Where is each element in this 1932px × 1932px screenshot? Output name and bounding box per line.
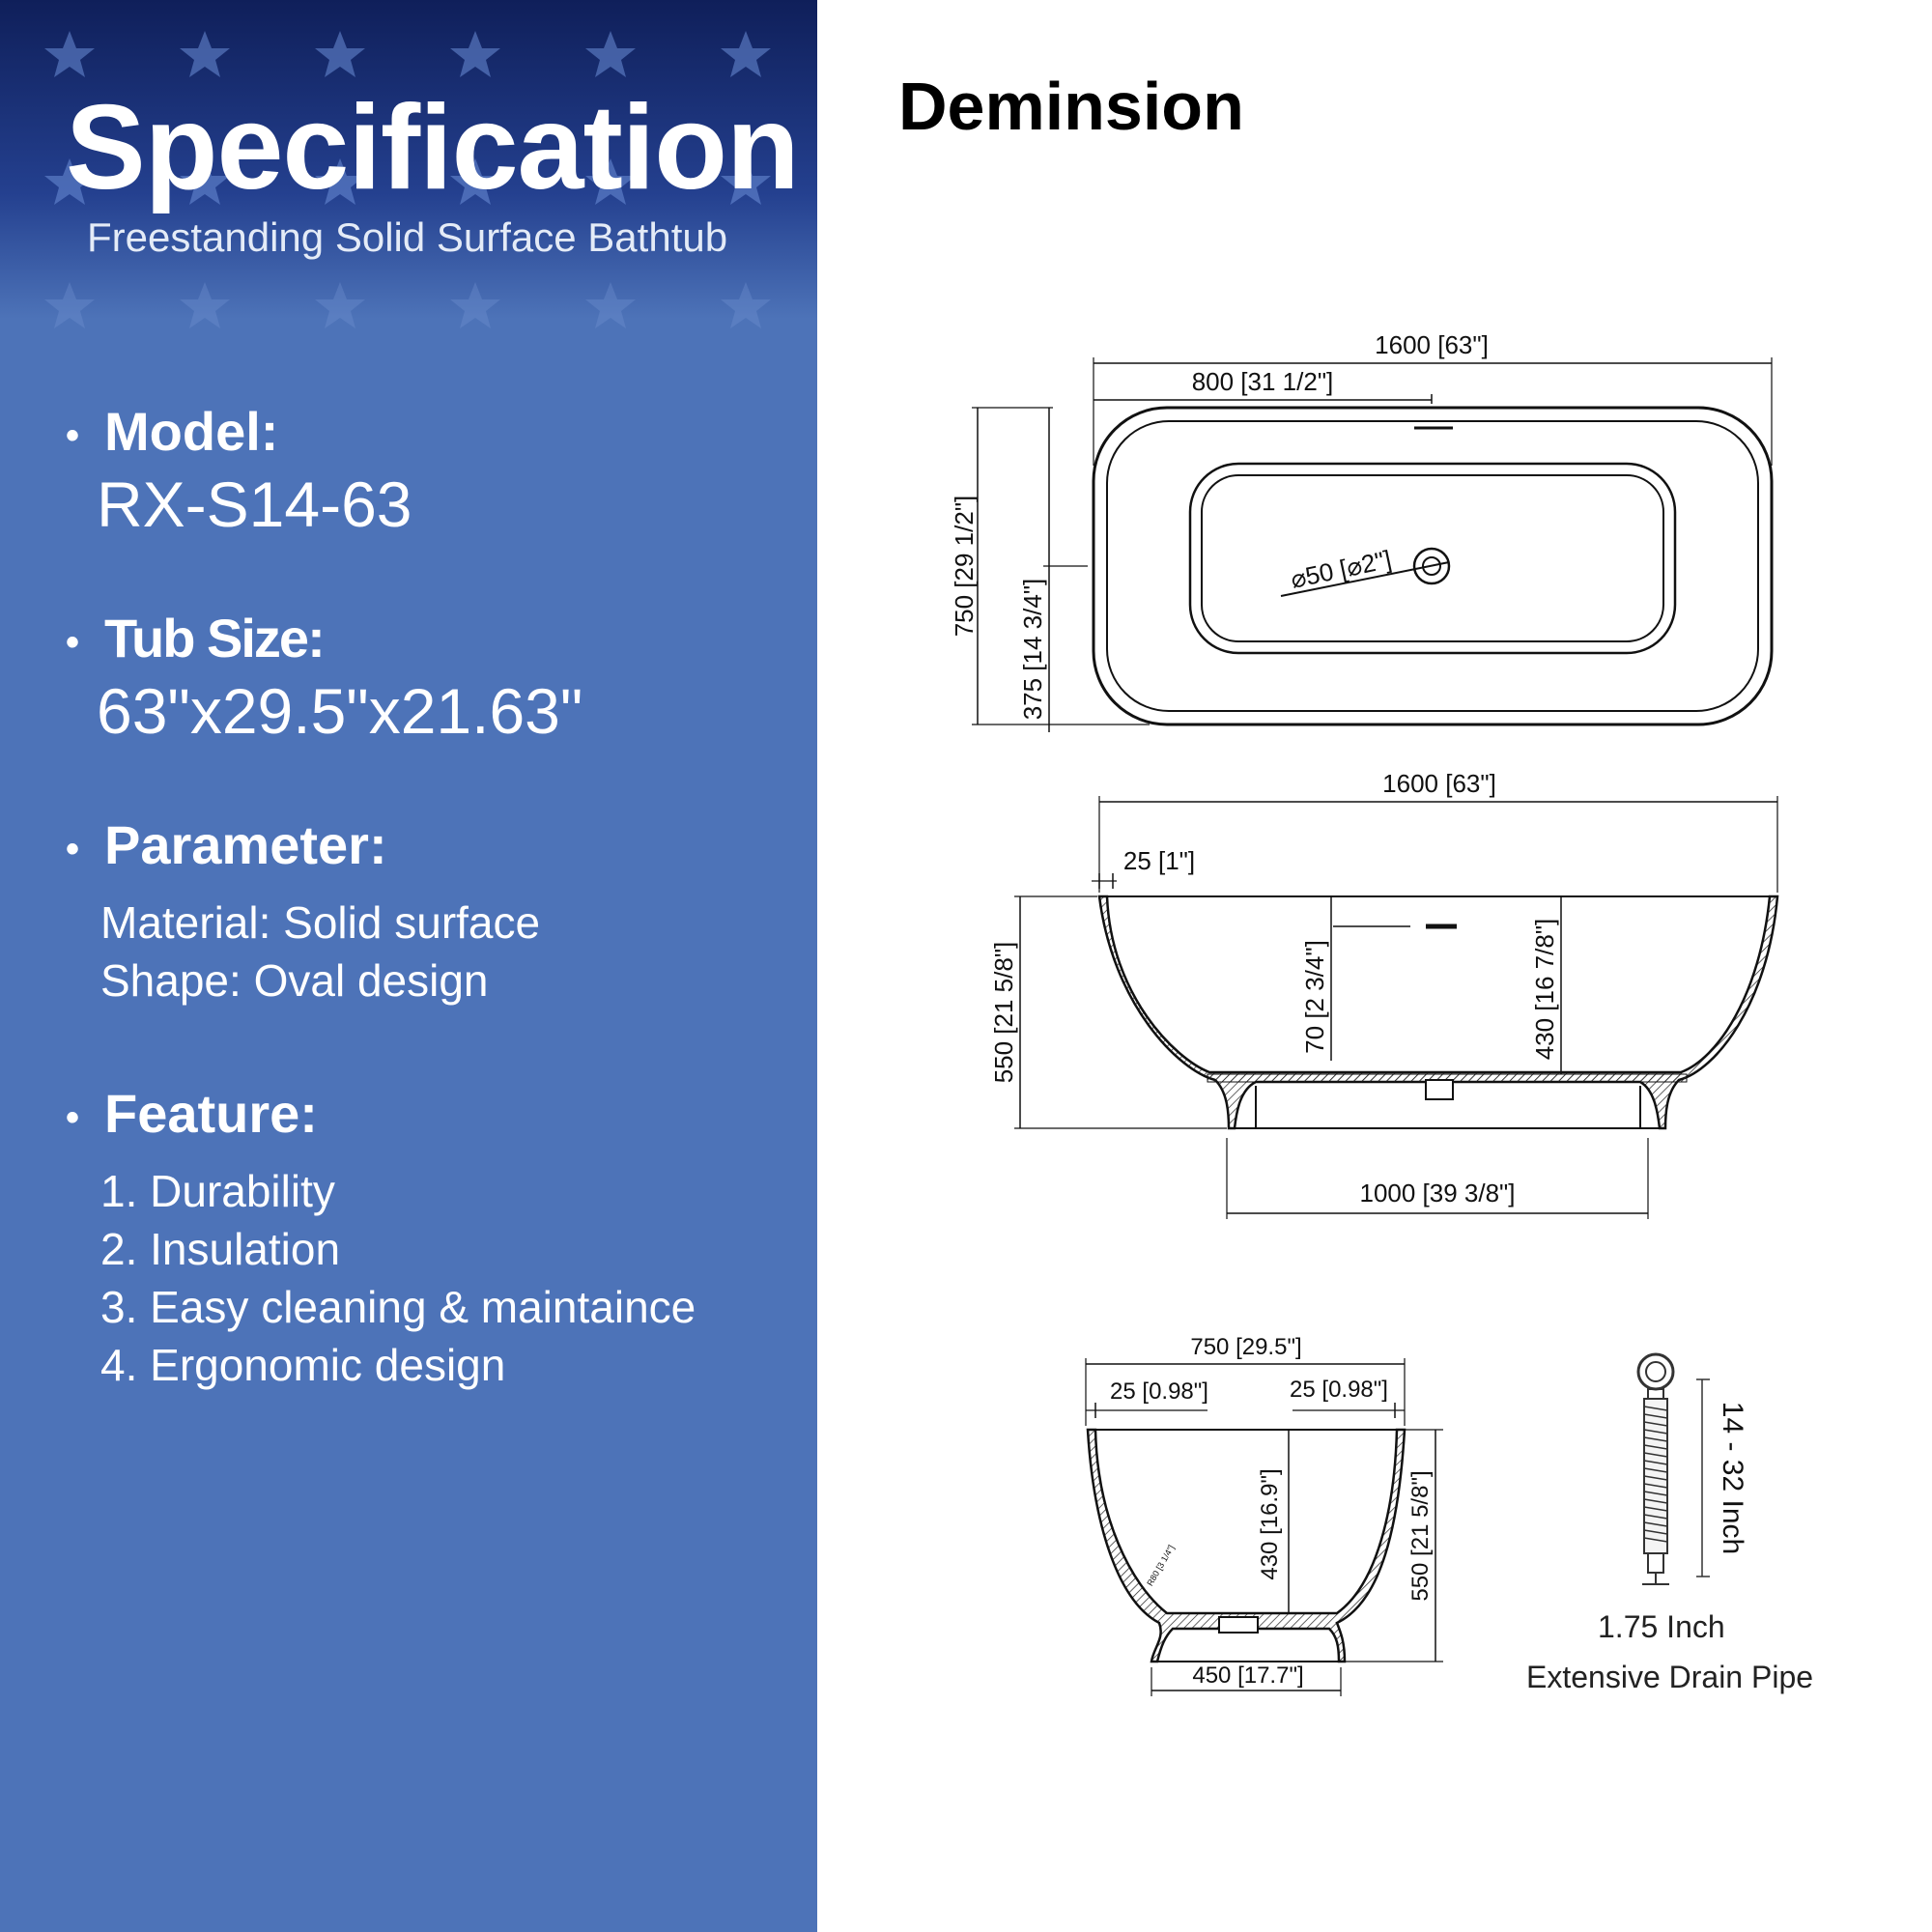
side-rim-label: 25 [1"] bbox=[1123, 846, 1195, 875]
dimension-drawing: 1600 [63"] 800 [31 1/2"] 750 [29 1/2"] 3… bbox=[950, 330, 1779, 1696]
top-half-width-label: 375 [14 3/4"] bbox=[1018, 579, 1047, 721]
page-title: Specification bbox=[66, 81, 800, 214]
overflow-depth-label: 70 [2 3/4"] bbox=[1300, 940, 1329, 1054]
tub-size-heading: • Tub Size: bbox=[66, 607, 326, 669]
side-length-label: 1600 [63"] bbox=[1382, 769, 1496, 798]
model-heading: • Model: bbox=[66, 400, 278, 463]
pipe-diameter-label: 1.75 Inch bbox=[1598, 1609, 1725, 1644]
end-rim-left-label: 25 [0.98"] bbox=[1110, 1378, 1208, 1405]
list-item: 1. Durability bbox=[100, 1166, 335, 1216]
top-half-length-label: 800 [31 1/2"] bbox=[1192, 367, 1334, 396]
specification-panel: Specification Freestanding Solid Surface… bbox=[0, 0, 817, 1932]
list-item: 2. Insulation bbox=[100, 1224, 341, 1274]
pipe-length-label: 14 - 32 Inch bbox=[1717, 1402, 1748, 1554]
base-length-label: 1000 [39 3/8"] bbox=[1359, 1179, 1515, 1208]
drain-pipe-icon bbox=[1636, 1352, 1710, 1585]
top-view bbox=[972, 357, 1774, 732]
side-height-label: 550 [21 5/8"] bbox=[989, 942, 1018, 1084]
bullet-icon: • bbox=[66, 827, 80, 870]
end-height-label: 550 [21 5/8"] bbox=[1407, 1470, 1434, 1601]
bullet-icon: • bbox=[66, 1095, 80, 1139]
model-label: Model: bbox=[104, 401, 279, 462]
tub-size-value: 63"x29.5"x21.63" bbox=[97, 675, 583, 747]
bullet-icon: • bbox=[66, 620, 79, 664]
end-radius-label: R80 [3 1/4"] bbox=[1145, 1544, 1176, 1588]
drain-diameter-label: ⌀50 [⌀2"] bbox=[1288, 545, 1394, 594]
pipe-name-label: Extensive Drain Pipe bbox=[1526, 1660, 1814, 1694]
list-item: 4. Ergonomic design bbox=[100, 1340, 506, 1390]
list-item: Material: Solid surface bbox=[100, 897, 541, 948]
side-view bbox=[1014, 796, 1779, 1219]
list-item: Shape: Oval design bbox=[100, 955, 489, 1006]
feature-heading: • Feature: bbox=[66, 1082, 318, 1145]
tub-size-label: Tub Size: bbox=[104, 608, 326, 668]
drain-icon bbox=[1412, 547, 1451, 585]
dimension-title: Deminsion bbox=[898, 69, 1244, 144]
list-item: 3. Easy cleaning & maintaince bbox=[100, 1282, 696, 1332]
end-width-label: 750 [29.5"] bbox=[1190, 1334, 1301, 1360]
side-inner-depth-label: 430 [16 7/8"] bbox=[1530, 919, 1559, 1061]
model-value: RX-S14-63 bbox=[97, 469, 412, 540]
feature-label: Feature: bbox=[104, 1083, 318, 1144]
parameter-heading: • Parameter: bbox=[66, 813, 387, 876]
end-rim-right-label: 25 [0.98"] bbox=[1290, 1377, 1388, 1403]
parameter-list: Material: Solid surface Shape: Oval desi… bbox=[100, 894, 540, 1009]
parameter-label: Parameter: bbox=[104, 814, 387, 875]
bullet-icon: • bbox=[66, 413, 80, 457]
stars-decoration bbox=[44, 31, 771, 328]
end-view bbox=[1085, 1358, 1443, 1696]
top-length-label: 1600 [63"] bbox=[1375, 330, 1489, 359]
feature-list: 1. Durability 2. Insulation 3. Easy clea… bbox=[100, 1162, 696, 1394]
end-inner-depth-label: 430 [16.9"] bbox=[1257, 1468, 1283, 1579]
end-base-width-label: 450 [17.7"] bbox=[1192, 1662, 1303, 1689]
page-subtitle: Freestanding Solid Surface Bathtub bbox=[87, 214, 728, 260]
top-width-label: 750 [29 1/2"] bbox=[950, 496, 979, 638]
